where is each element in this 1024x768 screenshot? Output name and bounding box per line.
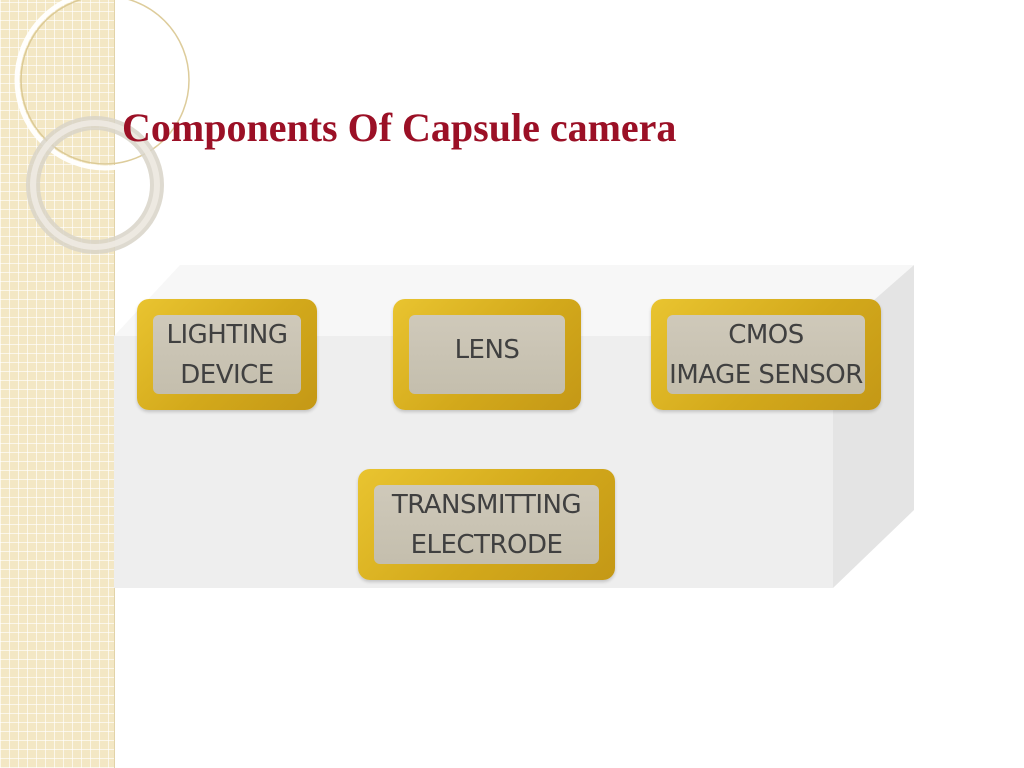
component-cmos-image-sensor: CMOS IMAGE SENSOR <box>651 299 881 410</box>
component-lighting-device: LIGHTING DEVICE <box>137 299 317 410</box>
component-label-line1: LIGHTING <box>166 319 289 350</box>
component-lens: LENS <box>393 299 581 410</box>
component-label-line1: TRANSMITTING <box>391 489 582 520</box>
slide-title: Components Of Capsule camera <box>122 105 677 150</box>
component-face <box>667 315 865 394</box>
component-label-line2: ELECTRODE <box>410 529 563 560</box>
component-face <box>153 315 301 394</box>
decorative-ring-large <box>14 0 196 171</box>
component-label: LENS <box>383 299 591 410</box>
component-transmitting-electrode: TRANSMITTING ELECTRODE <box>358 469 615 580</box>
decorative-ring-large-shadow <box>20 0 190 165</box>
component-face <box>409 315 565 394</box>
component-face <box>374 485 599 564</box>
component-label-line1: CMOS <box>728 319 804 350</box>
component-label: CMOS IMAGE SENSOR <box>641 299 891 410</box>
decorative-circles <box>14 0 196 254</box>
component-label-line2: DEVICE <box>180 359 274 390</box>
component-label-line2: IMAGE SENSOR <box>669 359 863 390</box>
component-label: LIGHTING DEVICE <box>127 299 327 410</box>
decorative-ring-small-inner <box>30 120 160 250</box>
component-label-line1: LENS <box>454 334 520 365</box>
component-label: TRANSMITTING ELECTRODE <box>348 469 625 580</box>
